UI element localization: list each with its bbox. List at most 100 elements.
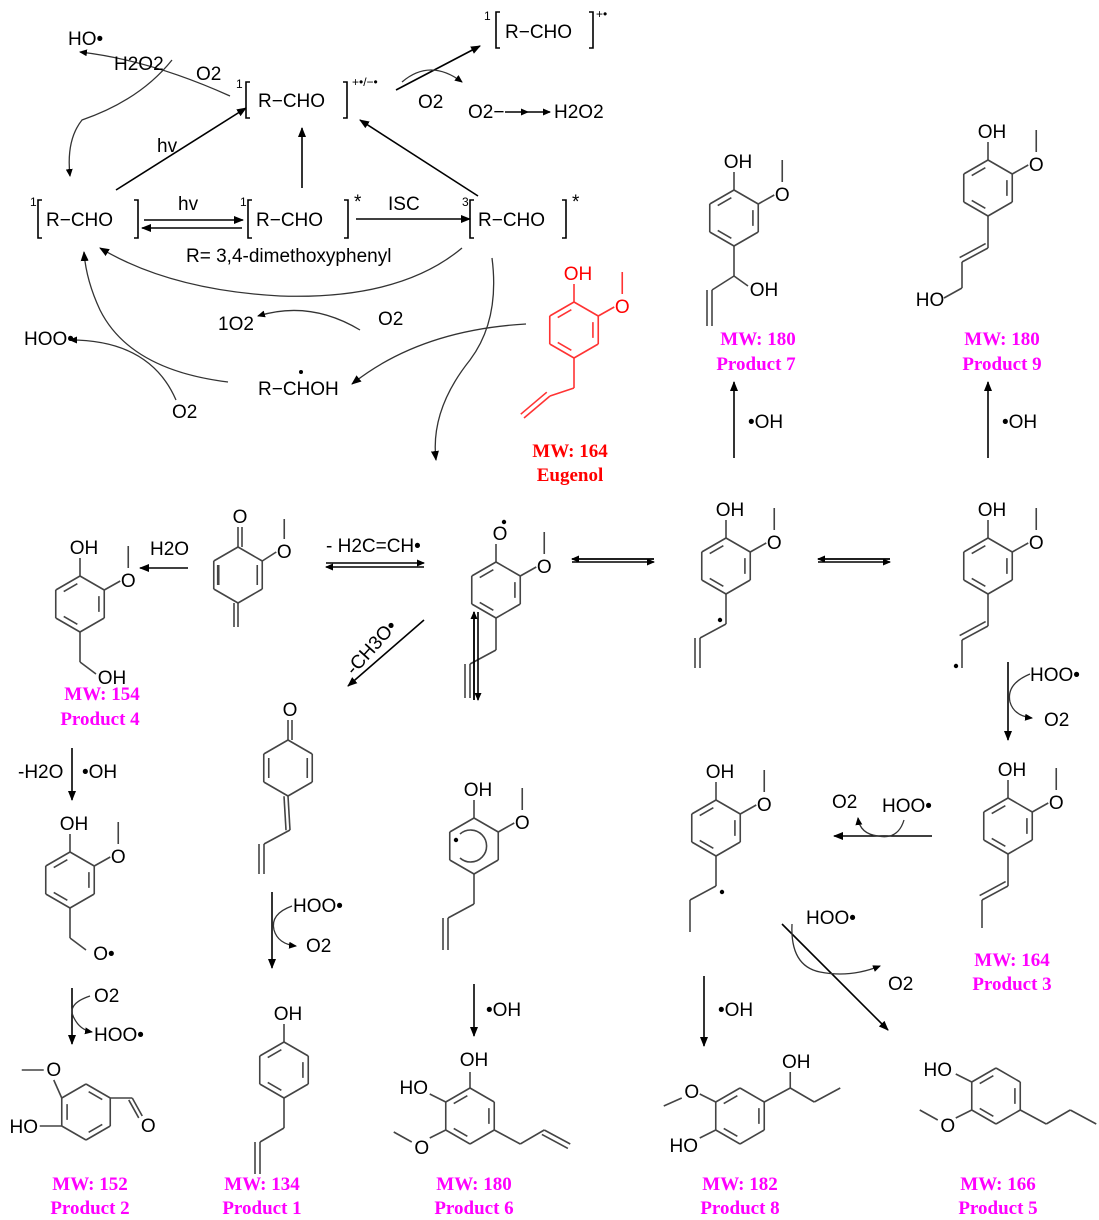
- bond: [469, 1129, 495, 1145]
- bond: [479, 568, 494, 579]
- mw-label: MW: 154: [64, 684, 140, 705]
- atom-label: O: [141, 1116, 156, 1137]
- bond: [711, 275, 735, 291]
- bond: [541, 1133, 569, 1150]
- bond: [709, 544, 724, 555]
- bond: [789, 1087, 815, 1103]
- bond: [963, 201, 989, 217]
- bracket-right: [343, 81, 348, 119]
- to-cation-arrow: [395, 45, 481, 91]
- mw-label: MW: 164: [974, 950, 1050, 971]
- product-name: Product 7: [716, 354, 796, 375]
- bond: [739, 1087, 765, 1103]
- bond: [93, 856, 111, 867]
- product-1-structure: OH: [254, 1004, 310, 1174]
- eugenol-mw: MW: 164: [532, 441, 608, 462]
- radical-dot: [953, 663, 959, 669]
- bond: [549, 343, 575, 359]
- o2-label: O2: [172, 402, 197, 423]
- atom-label: O: [414, 1138, 429, 1159]
- bond: [715, 799, 741, 815]
- atom-label: O: [1049, 793, 1064, 814]
- radical-ion-rcho: 1 R−CHO +•/−•: [236, 75, 378, 119]
- bracket-right: [134, 199, 139, 239]
- bond: [709, 231, 735, 247]
- hoo-label: HOO•: [293, 896, 343, 917]
- bond: [471, 561, 497, 577]
- atom-label: OH: [998, 760, 1027, 781]
- bond: [469, 1087, 495, 1103]
- bond: [943, 287, 963, 299]
- atom-label: O: [515, 813, 530, 834]
- mw-label: MW: 166: [960, 1174, 1035, 1195]
- product-name: Product 5: [958, 1198, 1037, 1219]
- bond: [725, 579, 751, 595]
- atom-label: OH: [716, 500, 745, 521]
- bond: [597, 306, 615, 317]
- bond: [519, 566, 537, 577]
- bond: [971, 1067, 997, 1083]
- bond: [471, 603, 497, 619]
- bond: [573, 301, 599, 317]
- bond: [813, 1087, 841, 1103]
- bond: [61, 1083, 87, 1099]
- excited-mark: *: [572, 192, 580, 213]
- hoo-o2-curve: [1008, 673, 1033, 721]
- product-9-label: MW: 180 Product 9: [962, 329, 1041, 375]
- bond: [287, 795, 291, 831]
- ketyl-radical-label: R−CHOH: [258, 379, 339, 400]
- phenoxyl-radical-structure: OO: [464, 519, 552, 698]
- isc-label: ISC: [388, 194, 420, 215]
- atom-label: O: [767, 533, 782, 554]
- bond: [701, 537, 727, 553]
- atom-label: OH: [98, 668, 127, 689]
- eugenol-name: Eugenol: [537, 465, 604, 486]
- bond: [961, 247, 989, 263]
- atom-label: O: [684, 1082, 699, 1103]
- bond: [701, 579, 727, 595]
- atom-label: OH: [706, 762, 735, 783]
- bond: [763, 1087, 791, 1103]
- bond: [267, 1081, 282, 1092]
- atom-label: O: [940, 1116, 955, 1137]
- bond: [263, 829, 291, 845]
- bond: [45, 893, 71, 909]
- o2-hoo-curve: [71, 995, 93, 1035]
- bond: [961, 625, 989, 641]
- o2-label: O2: [306, 936, 331, 957]
- bond: [103, 580, 121, 591]
- radical-dot: [453, 837, 459, 843]
- bond: [473, 859, 499, 875]
- atom-label: OH: [564, 264, 593, 285]
- bond: [445, 1087, 471, 1103]
- rcho-formula: R−CHO: [505, 22, 572, 43]
- bond: [919, 1109, 939, 1121]
- product-2-label: MW: 152 Product 2: [50, 1174, 129, 1219]
- bond: [979, 1074, 994, 1085]
- allyl-radical-structure: OH O: [694, 500, 782, 668]
- product-6-label: MW: 180 Product 6: [434, 1174, 513, 1219]
- atom-label: OH: [460, 1050, 489, 1071]
- bond: [63, 615, 78, 626]
- atom-label: O: [1029, 533, 1044, 554]
- product-name: Product 6: [434, 1198, 513, 1219]
- atom-label: OH: [750, 280, 779, 301]
- mw-label: MW: 134: [224, 1174, 300, 1195]
- bond: [449, 817, 475, 833]
- product-name: Product 9: [962, 354, 1041, 375]
- bond: [259, 1127, 285, 1143]
- bond: [557, 308, 572, 319]
- delocalized-arc: [459, 829, 488, 863]
- bond: [267, 1048, 282, 1059]
- minus-water-label: -H2O: [18, 762, 63, 783]
- bond: [263, 781, 289, 797]
- o2-label: O2: [1044, 710, 1069, 731]
- bracket-right: [344, 199, 349, 239]
- o2-to-superoxide-curve: [401, 69, 463, 83]
- triplet-return-curve: [99, 247, 463, 297]
